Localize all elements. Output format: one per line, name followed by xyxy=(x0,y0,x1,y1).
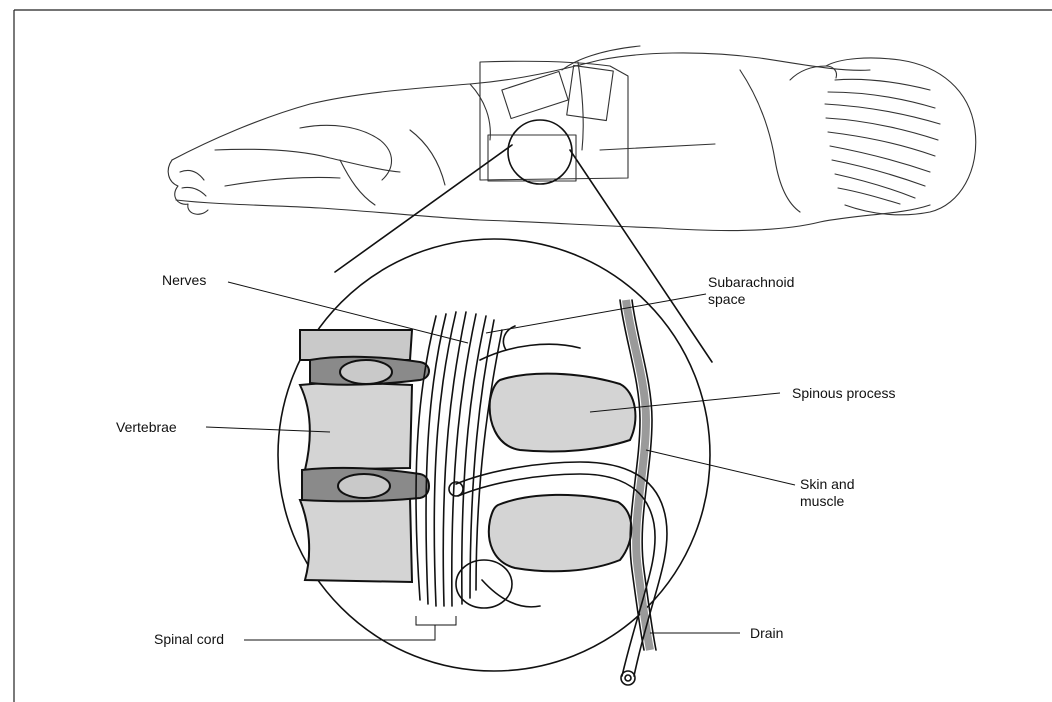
label-nerves: Nerves xyxy=(162,272,206,289)
leader-subarachnoid xyxy=(486,294,706,333)
leader-spinal-cord xyxy=(244,625,435,640)
label-subarachnoid-space: Subarachnoid space xyxy=(708,274,818,308)
label-spinal-cord: Spinal cord xyxy=(154,631,224,648)
label-drain: Drain xyxy=(750,625,783,642)
label-skin-and-muscle: Skin and muscle xyxy=(800,476,880,510)
vertebra-middle xyxy=(300,383,412,470)
vertebra-lower xyxy=(300,498,412,582)
figure-frame xyxy=(14,10,1052,702)
spinous-process-upper xyxy=(490,374,636,452)
enlarged-view xyxy=(278,239,710,685)
label-spinous-process: Spinous process xyxy=(792,385,896,402)
label-vertebrae: Vertebrae xyxy=(116,419,177,436)
leader-skin xyxy=(646,450,795,485)
spinous-process-lower xyxy=(489,495,632,571)
spinal-cord-bracket xyxy=(416,616,456,625)
patient-outline xyxy=(168,46,976,230)
vertebra-upper xyxy=(300,330,412,360)
